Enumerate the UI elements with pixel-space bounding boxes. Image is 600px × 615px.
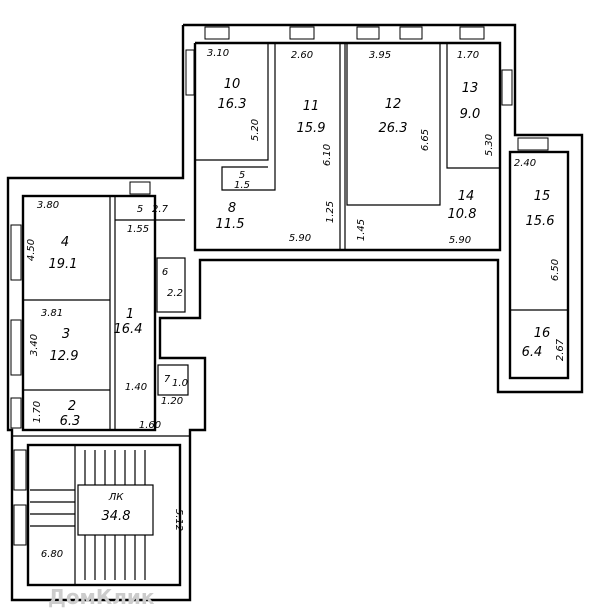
svg-text:5: 5 xyxy=(137,204,143,215)
room-14: 14 10.8 5.90 1.45 xyxy=(356,189,476,246)
outer-walls xyxy=(6,23,584,602)
svg-text:2.60: 2.60 xyxy=(291,50,313,61)
svg-text:12: 12 xyxy=(385,97,402,112)
svg-text:6: 6 xyxy=(162,267,168,278)
svg-text:14: 14 xyxy=(458,189,475,204)
svg-text:16.4: 16.4 xyxy=(114,322,143,337)
svg-text:11.5: 11.5 xyxy=(216,217,245,232)
svg-text:4: 4 xyxy=(61,235,69,250)
svg-text:1.25: 1.25 xyxy=(325,201,336,223)
room-4: 4 19.1 3.80 4.50 xyxy=(26,200,77,272)
svg-text:15.6: 15.6 xyxy=(526,214,555,229)
svg-text:6.80: 6.80 xyxy=(41,549,63,560)
svg-text:5.20: 5.20 xyxy=(250,119,261,141)
svg-text:3.81: 3.81 xyxy=(41,308,63,319)
windows xyxy=(10,26,549,546)
room-5-small: 5 1.5 xyxy=(234,170,250,191)
svg-text:1.5: 1.5 xyxy=(234,180,250,191)
room-5: 5 2.7 1.55 xyxy=(127,204,169,235)
svg-text:3.80: 3.80 xyxy=(37,200,59,211)
svg-text:1: 1 xyxy=(126,307,134,322)
svg-text:13: 13 xyxy=(462,81,479,96)
svg-text:6.65: 6.65 xyxy=(420,129,431,151)
room-1: 1 16.4 1.40 1.60 xyxy=(114,307,162,431)
svg-text:8: 8 xyxy=(228,201,236,216)
stair-treads xyxy=(30,445,146,585)
svg-text:9.0: 9.0 xyxy=(460,107,481,122)
svg-text:2.67: 2.67 xyxy=(555,338,566,361)
room-16: 16 6.4 2.67 xyxy=(522,326,566,361)
room-10: 10 16.3 3.10 5.20 xyxy=(207,48,261,141)
svg-text:1.40: 1.40 xyxy=(125,382,147,393)
svg-text:5.30: 5.30 xyxy=(484,134,495,156)
room-3: 3 12.9 3.81 3.40 xyxy=(29,308,78,364)
svg-text:2.40: 2.40 xyxy=(514,158,536,169)
svg-text:5.90: 5.90 xyxy=(289,233,311,244)
svg-text:ЛК: ЛК xyxy=(108,492,125,503)
svg-text:11: 11 xyxy=(303,99,320,114)
svg-text:5.12: 5.12 xyxy=(173,509,184,531)
svg-text:34.8: 34.8 xyxy=(102,509,131,524)
svg-text:12.9: 12.9 xyxy=(50,349,79,364)
svg-text:15: 15 xyxy=(534,189,551,204)
svg-text:16.3: 16.3 xyxy=(218,97,247,112)
room-13: 13 9.0 1.70 5.30 xyxy=(457,50,495,156)
svg-text:1.20: 1.20 xyxy=(161,396,183,407)
svg-text:3.10: 3.10 xyxy=(207,48,229,59)
svg-text:5.90: 5.90 xyxy=(449,235,471,246)
room-stairwell: ЛК 34.8 6.80 5.12 xyxy=(41,492,184,560)
svg-text:2: 2 xyxy=(68,399,76,414)
svg-text:7: 7 xyxy=(164,374,171,385)
room-15: 15 15.6 2.40 6.50 xyxy=(514,158,561,281)
room-8: 8 11.5 5.90 1.25 xyxy=(216,201,336,244)
svg-text:10: 10 xyxy=(224,77,241,92)
svg-text:26.3: 26.3 xyxy=(379,121,408,136)
svg-text:6.10: 6.10 xyxy=(322,144,333,166)
watermark: ДомКлик xyxy=(48,585,155,609)
svg-text:2.7: 2.7 xyxy=(152,204,169,215)
room-11: 11 15.9 2.60 6.10 xyxy=(291,50,333,166)
svg-text:10.8: 10.8 xyxy=(448,207,477,222)
svg-text:1.70: 1.70 xyxy=(457,50,479,61)
svg-text:15.9: 15.9 xyxy=(297,121,326,136)
room-6: 6 2.2 xyxy=(162,267,183,299)
svg-text:2.2: 2.2 xyxy=(167,288,183,299)
svg-text:4.50: 4.50 xyxy=(26,239,37,261)
svg-text:5: 5 xyxy=(239,170,245,181)
room-2: 2 6.3 1.70 xyxy=(32,399,80,429)
svg-text:3: 3 xyxy=(62,327,70,342)
svg-text:3.95: 3.95 xyxy=(369,50,391,61)
svg-text:1.60: 1.60 xyxy=(139,420,161,431)
room-12: 12 26.3 3.95 6.65 xyxy=(369,50,431,151)
svg-text:19.1: 19.1 xyxy=(49,257,78,272)
svg-text:1.0: 1.0 xyxy=(172,378,188,389)
svg-text:6.50: 6.50 xyxy=(550,259,561,281)
svg-text:6.4: 6.4 xyxy=(522,345,543,360)
svg-text:1.70: 1.70 xyxy=(32,401,43,423)
partitions xyxy=(12,43,568,585)
svg-text:6.3: 6.3 xyxy=(60,414,81,429)
svg-text:1.45: 1.45 xyxy=(356,219,367,241)
svg-text:1.55: 1.55 xyxy=(127,224,149,235)
svg-text:3.40: 3.40 xyxy=(29,334,40,356)
room-7: 7 1.0 1.20 xyxy=(161,374,188,407)
svg-text:16: 16 xyxy=(534,326,551,341)
